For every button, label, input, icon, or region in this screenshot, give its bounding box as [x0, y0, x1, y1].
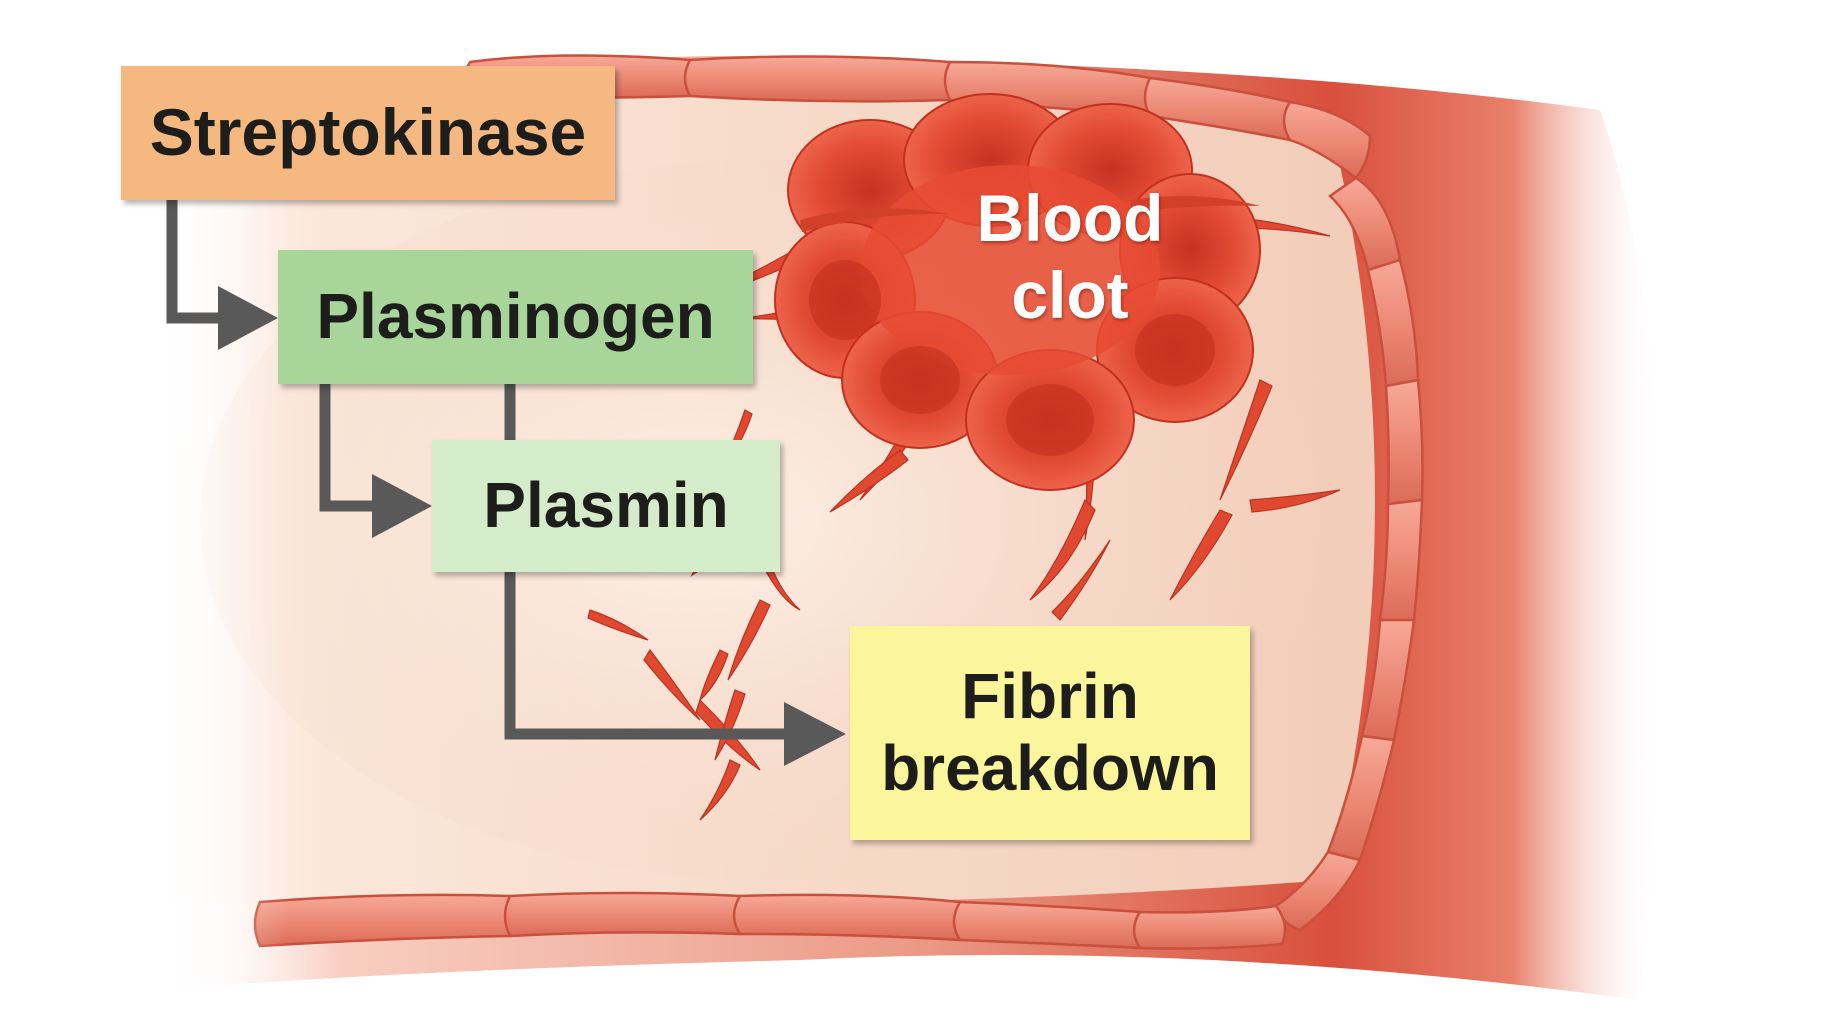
arrow-streptokinase-to-plasminogen [166, 200, 222, 324]
fibrin-breakdown-box: Fibrin breakdown [850, 626, 1250, 840]
streptokinase-label: Streptokinase [149, 95, 587, 170]
plasmin-box: Plasmin [432, 440, 780, 572]
bottom-wall-cells [253, 891, 1287, 950]
arrow-plasminogen-to-plasmin [319, 384, 378, 512]
fibrin-breakdown-label-line1: Fibrin [961, 660, 1139, 733]
right-wall-cells [1274, 176, 1424, 932]
fibrin-breakdown-label-line2: breakdown [881, 732, 1219, 804]
right-edge-fade [1600, 0, 1826, 1018]
blood-clot-label-line2: clot [1011, 258, 1129, 333]
streptokinase-box: Streptokinase [121, 66, 615, 200]
arrow-plasmin-to-fibrin-breakdown [504, 572, 788, 740]
plasminogen-box: Plasminogen [278, 250, 753, 384]
blood-clot-label: Blood clot [900, 180, 1240, 334]
arrow-heads [218, 286, 846, 766]
plasminogen-label: Plasminogen [316, 280, 715, 353]
plasmin-label: Plasmin [483, 469, 729, 542]
blood-clot-cells [774, 93, 1261, 491]
blood-clot-label-line1: Blood [976, 181, 1164, 255]
pathway-arrows [166, 200, 788, 740]
arrowhead-plasmin [372, 474, 432, 538]
arrowhead-fibrin-breakdown [784, 702, 846, 766]
arrowhead-plasminogen [218, 286, 278, 350]
